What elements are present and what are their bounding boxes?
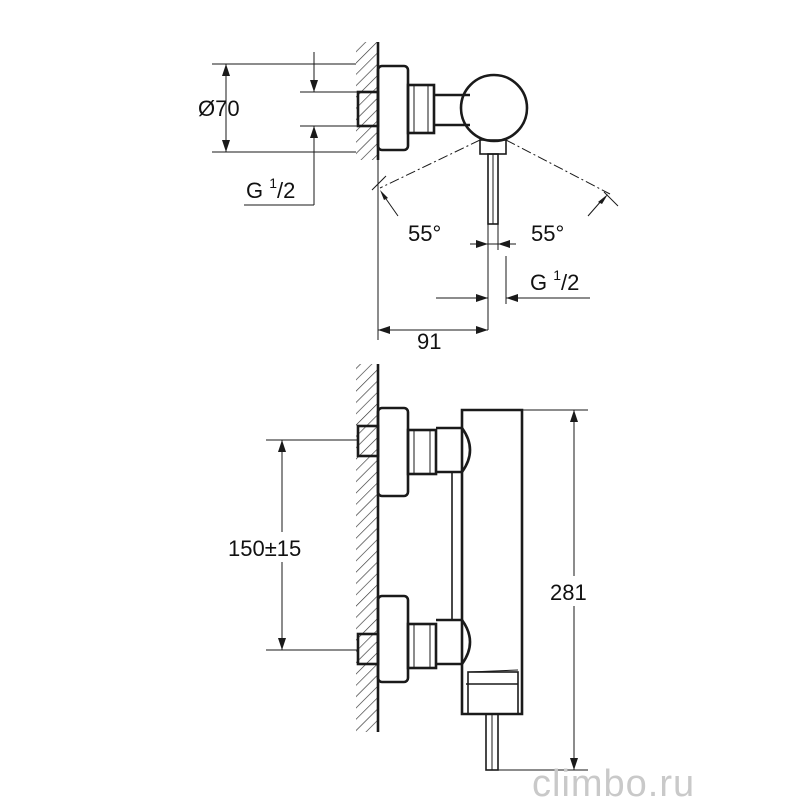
outlet-cap [467,671,519,715]
valve-round-body [459,73,529,143]
pipe-stub-top [356,90,380,128]
rosette-lower [376,594,410,684]
valve-main-body [460,408,524,716]
spacing-label: 150±15 [228,536,301,561]
pipe-stub-lower [356,632,380,666]
wall-hatch-top [356,42,378,160]
diameter-label: Ø70 [198,96,240,121]
hex-nut-upper [406,428,438,476]
hex-nut-lower [406,622,438,670]
elbow-lower [436,618,472,666]
angle-label-left: 55° [408,221,441,246]
pipe-stub-upper [356,424,380,458]
watermark: climbo.ru [532,763,695,805]
swing-line-left [379,139,481,189]
projection-label: 91 [417,329,441,354]
hex-nut-top [406,83,436,135]
angle-label-right: 55° [531,221,564,246]
rosette-upper [376,406,410,498]
top-view: Ø70 G 1/2 55° 55° G 1/2 91 [198,42,619,354]
swing-line-right [505,139,611,195]
wall-hatch-side [356,364,378,732]
elbow-upper [436,426,472,474]
height-label: 281 [550,580,587,605]
thread-label-left: G 1/2 [246,175,295,203]
thread-label-right: G 1/2 [530,267,579,295]
side-view: 150±15 281 [226,364,600,771]
rosette-top [376,64,410,152]
